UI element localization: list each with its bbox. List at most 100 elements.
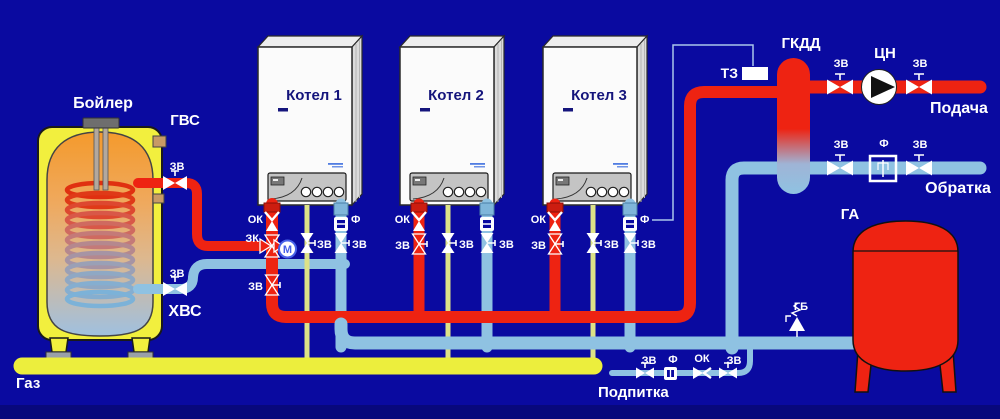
gate-valve-icon (334, 233, 350, 253)
valve-label: ЗВ (604, 239, 619, 251)
tank-dip-tube (93, 124, 100, 191)
brand-mark (617, 166, 628, 168)
gate-valve-icon (623, 233, 639, 253)
pump-label: ЦН (874, 45, 896, 62)
filter-icon (664, 367, 677, 380)
valve-label: ЗВ (499, 239, 514, 251)
filter-label: Ф (351, 214, 360, 226)
boiler3-label: Котел 3 (571, 87, 627, 104)
tank-vessel (852, 220, 959, 372)
valve-label: ЗВ (248, 281, 263, 293)
boiler-unit-3 (541, 34, 649, 207)
valve-label: ЗВ (317, 239, 332, 251)
valve-label: ЗВ (913, 139, 928, 151)
panel-knob (585, 186, 597, 198)
gate-valve-icon (411, 233, 428, 255)
valve-label: ЗВ (395, 240, 410, 252)
check-valve-label: ОК (531, 214, 547, 226)
valve-label: ЗВ (642, 355, 657, 367)
hydraulic-separator (777, 58, 810, 194)
valve-label: ЗВ (834, 139, 849, 151)
indirect-tank-label: Бойлер (73, 95, 133, 112)
safety-valve-label: ГБ (794, 301, 808, 313)
makeup-pipe (609, 343, 753, 376)
tank-top-cap (82, 117, 120, 129)
gate-valve-icon (547, 233, 564, 255)
panel-dash (278, 108, 288, 112)
boiler-unit-2 (398, 34, 506, 207)
filter-icon (868, 154, 898, 183)
check-valve-icon (693, 367, 712, 379)
check-valve-label: ОК (395, 214, 411, 226)
supply-manifold (266, 86, 785, 323)
gate-valve-icon (480, 233, 496, 253)
temperature-sensor (742, 67, 768, 80)
valve-motor-icon (278, 239, 297, 259)
gate-valve-icon (163, 276, 187, 296)
tank-foot (131, 337, 151, 353)
three-way-valve-icon (259, 234, 285, 258)
panel-dash (420, 108, 430, 112)
return-manifold (334, 317, 863, 350)
return-label: Обратка (925, 180, 991, 197)
separator-label: ГКДД (781, 35, 820, 52)
boiler1-label: Котел 1 (286, 87, 342, 104)
safety-valve-icon (785, 302, 805, 337)
gate-valve-icon (827, 154, 853, 176)
gate-valve-icon (300, 233, 316, 253)
sensor-label: ТЗ (721, 65, 739, 81)
gvs-label: ГВС (170, 112, 200, 129)
valve-label: ЗВ (641, 239, 656, 251)
brand-mark (470, 163, 485, 165)
gate-valve-icon (264, 274, 281, 296)
brand-mark (474, 166, 485, 168)
panel-knob (322, 186, 334, 198)
panel-knob (311, 186, 323, 198)
check-valve-label: ОК (248, 214, 264, 226)
return-riser (725, 161, 786, 355)
check-valve-icon (547, 211, 563, 231)
valve-label: ЗВ (459, 239, 474, 251)
gate-valve-icon (719, 362, 737, 379)
gate-valve-icon (636, 362, 654, 379)
expansion-tank (852, 220, 959, 393)
panel-knob (300, 186, 312, 198)
heating-coil (64, 180, 136, 309)
gate-valve-icon (586, 233, 602, 253)
gate-valve-icon (827, 73, 853, 95)
filter-label: Ф (668, 354, 677, 366)
boiler-unit-1 (256, 34, 364, 207)
check-valve-icon (411, 211, 427, 231)
brand-mark (332, 166, 343, 168)
panel-dash (563, 108, 573, 112)
valve-label: ЗВ (170, 268, 185, 280)
background-bottom-band (0, 405, 1000, 419)
panel-knob (607, 186, 619, 198)
brand-mark (328, 163, 343, 165)
check-valve-icon (264, 211, 280, 231)
panel-knob (442, 186, 454, 198)
gate-valve-icon (441, 233, 457, 253)
gate-valve-icon (906, 73, 932, 95)
valve-label: ЗВ (352, 239, 367, 251)
gate-valve-icon (906, 154, 932, 176)
boiler2-label: Котел 2 (428, 87, 484, 104)
panel-knob (453, 186, 465, 198)
expansion-tank-label: ГА (841, 206, 860, 223)
makeup-label: Подпитка (598, 384, 669, 401)
sensor-wire (652, 44, 754, 221)
brand-mark (613, 163, 628, 165)
valve-label: ЗВ (170, 161, 185, 173)
pump-icon (861, 69, 897, 105)
filter-icon (623, 217, 637, 231)
boiler-stubs (263, 202, 638, 216)
valve-label: ЗВ (531, 240, 546, 252)
panel-knob (618, 186, 630, 198)
valve-label: ЗВ (913, 58, 928, 70)
tank-foot (49, 337, 69, 353)
filter-icon (480, 217, 494, 231)
panel-knob (475, 186, 487, 198)
supply-label: Подача (930, 100, 988, 117)
